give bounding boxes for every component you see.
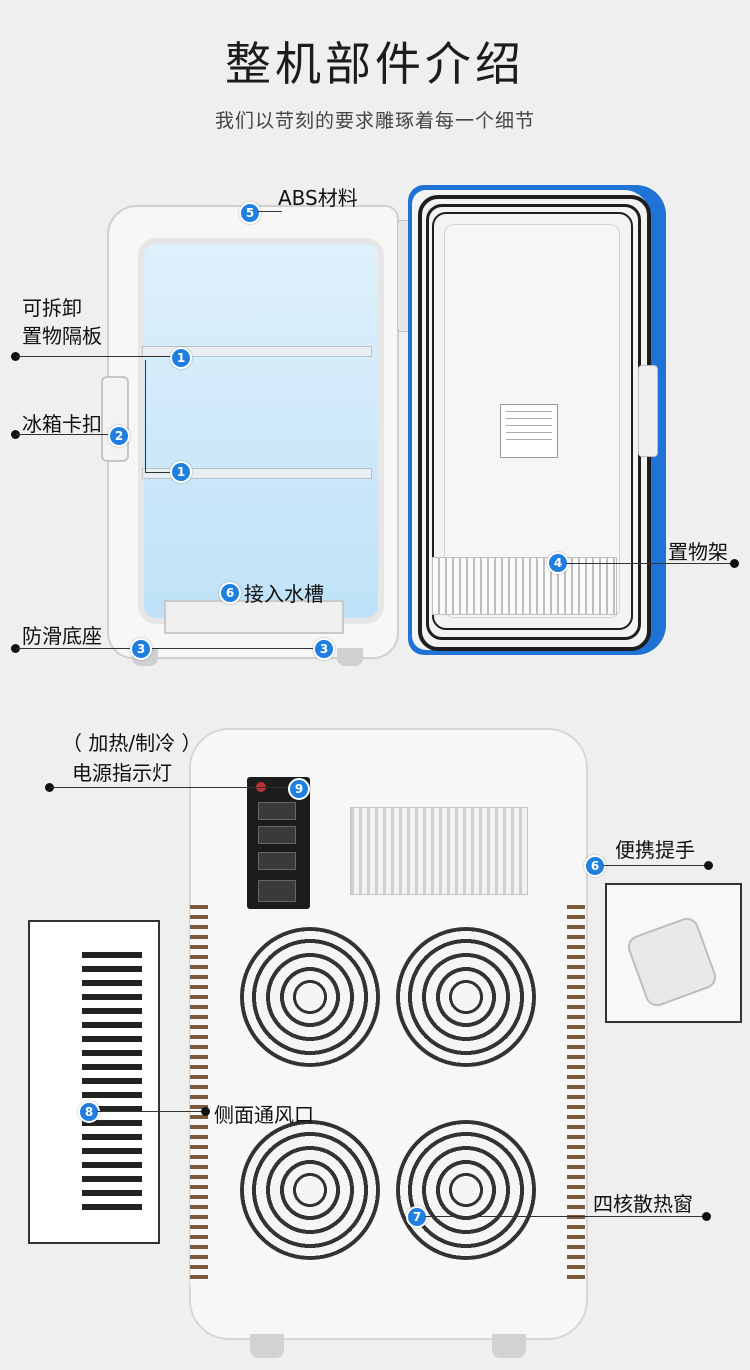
door-handle xyxy=(638,365,658,457)
fridge-latch xyxy=(101,376,129,462)
dc-socket xyxy=(258,852,296,870)
door-rack xyxy=(432,557,617,615)
fan-bottom-left xyxy=(240,1120,380,1260)
badge-6-drain: 6 xyxy=(219,582,241,604)
callout-line-handle xyxy=(603,865,708,866)
fan-top-left xyxy=(240,927,380,1067)
fan-top-right xyxy=(396,927,536,1067)
callout-line-base xyxy=(16,648,316,649)
page-title: 整机部件介绍 xyxy=(225,37,525,91)
foot-right xyxy=(337,648,363,666)
fridge-cavity xyxy=(138,238,384,624)
switch-1 xyxy=(258,802,296,820)
badge-7: 7 xyxy=(406,1206,428,1228)
callout-dot-latch xyxy=(11,430,20,439)
switch-2 xyxy=(258,826,296,844)
shelf-upper xyxy=(142,346,372,357)
side-vent-inset xyxy=(28,920,160,1244)
badge-2: 2 xyxy=(108,425,130,447)
callout-dot-rack xyxy=(730,559,739,568)
callout-line-shelf-vertical xyxy=(145,360,146,472)
label-power-2: 电源指示灯 xyxy=(72,761,172,785)
side-slots-right xyxy=(567,905,585,1285)
callout-line-shelf xyxy=(16,356,174,357)
callout-dot-side-vent xyxy=(201,1107,210,1116)
drain-tray xyxy=(164,600,344,634)
callout-line-latch xyxy=(16,434,110,435)
side-slots-left xyxy=(190,905,208,1285)
badge-1-upper: 1 xyxy=(170,347,192,369)
label-shelf-2: 置物隔板 xyxy=(22,324,102,348)
callout-line-side-vent xyxy=(97,1111,205,1112)
callout-line-power xyxy=(50,787,290,788)
label-side-vent: 侧面通风口 xyxy=(214,1103,314,1127)
door-gasket-innermost xyxy=(432,212,633,630)
badge-5: 5 xyxy=(239,202,261,224)
callout-dot-power xyxy=(45,783,54,792)
label-rack: 置物架 xyxy=(668,540,728,564)
rear-foot-right xyxy=(492,1334,526,1358)
label-abs: ABS材料 xyxy=(278,186,358,210)
callout-dot-base xyxy=(11,644,20,653)
label-power-1: （ 加热/制冷 ） xyxy=(62,731,202,755)
label-latch: 冰箱卡扣 xyxy=(22,412,102,436)
handle-inset xyxy=(605,883,742,1023)
callout-dot-fans xyxy=(702,1212,711,1221)
callout-line-abs xyxy=(258,211,282,212)
rear-foot-left xyxy=(250,1334,284,1358)
badge-3-left: 3 xyxy=(130,638,152,660)
callout-line-shelf-lower xyxy=(145,472,171,473)
fan-bottom-right xyxy=(396,1120,536,1260)
callout-line-fans xyxy=(425,1216,705,1217)
ac-socket xyxy=(258,880,296,902)
page-subtitle: 我们以苛刻的要求雕琢着每一个细节 xyxy=(214,110,535,132)
label-base: 防滑底座 xyxy=(22,624,102,648)
badge-6-handle: 6 xyxy=(584,855,606,877)
label-handle: 便携提手 xyxy=(615,838,695,862)
badge-8: 8 xyxy=(78,1101,100,1123)
badge-3-right: 3 xyxy=(313,638,335,660)
badge-1-lower: 1 xyxy=(170,461,192,483)
callout-dot-shelf xyxy=(11,352,20,361)
top-vent xyxy=(350,807,528,895)
callout-dot-handle xyxy=(704,861,713,870)
badge-9: 9 xyxy=(288,778,310,800)
label-fans: 四核散热窗 xyxy=(593,1192,693,1216)
label-shelf-1: 可拆卸 xyxy=(22,296,82,320)
label-drain: 接入水槽 xyxy=(244,582,324,606)
callout-line-rack xyxy=(566,563,734,564)
spec-sticker xyxy=(500,404,558,458)
shelf-lower xyxy=(142,468,372,479)
